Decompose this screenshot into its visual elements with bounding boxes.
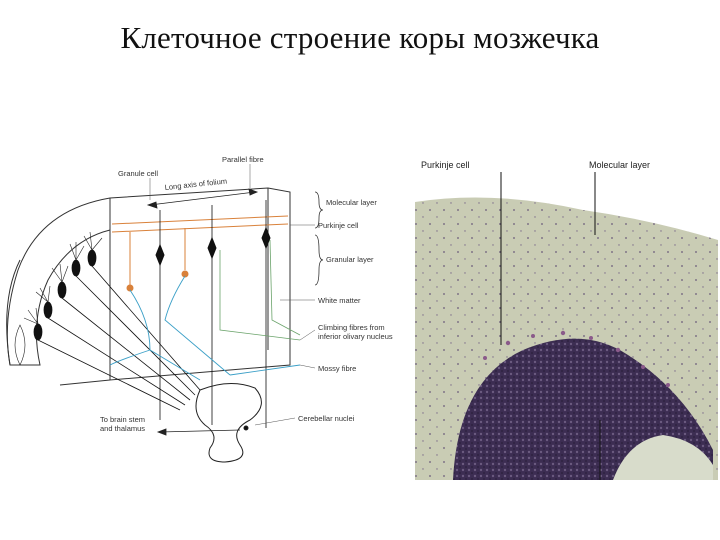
label-cerebellar-nuclei: Cerebellar nuclei — [298, 414, 355, 423]
leader-lines — [149, 164, 316, 426]
white-matter-region — [613, 435, 713, 480]
purkinje-cell-dots — [483, 330, 670, 387]
label-molecular-layer: Molecular layer — [326, 198, 377, 207]
label-climbing-fibres-2: inferior olivary nucleus — [318, 332, 393, 341]
label-granular-layer: Granular layer — [326, 255, 374, 264]
cortex-block — [59, 187, 291, 386]
long-axis-arrow — [146, 188, 259, 209]
label-to-brain-stem-2: and thalamus — [100, 424, 145, 433]
purkinje-cells — [155, 200, 271, 428]
folium-outline — [6, 197, 111, 366]
label-white-matter: White matter — [318, 296, 361, 305]
cerebellar-nuclei-outline — [195, 383, 262, 463]
micro-label-purkinje-cell: Purkinje cell — [421, 160, 470, 170]
label-granule-cell: Granule cell — [118, 169, 158, 178]
climbing-fibres — [219, 239, 301, 341]
parallel-fibres — [111, 215, 289, 285]
cerebellar-cortex-diagram: Parallel fibre Granule cell Long axis of… — [6, 155, 393, 463]
mossy-fibres — [109, 275, 301, 381]
granule-cell-bodies — [126, 270, 189, 292]
label-parallel-fibre: Parallel fibre — [222, 155, 264, 164]
layer-brackets — [314, 191, 324, 286]
micro-label-molecular-layer: Molecular layer — [589, 160, 650, 170]
pointer-lines — [500, 172, 601, 480]
output-arrow — [156, 428, 241, 436]
micrograph: Purkinje cell Molecular layer — [413, 150, 720, 480]
dendrite-trees — [14, 231, 103, 366]
label-climbing-fibres-1: Climbing fibres from — [318, 323, 385, 332]
label-long-axis: Long axis of folium — [164, 177, 227, 192]
slide-title: Клеточное строение коры мозжечка — [120, 20, 600, 55]
label-mossy-fibre: Mossy fibre — [318, 364, 356, 373]
label-to-brain-stem-1: To brain stem — [100, 415, 145, 424]
label-purkinje-cell: Purkinje cell — [318, 221, 359, 230]
